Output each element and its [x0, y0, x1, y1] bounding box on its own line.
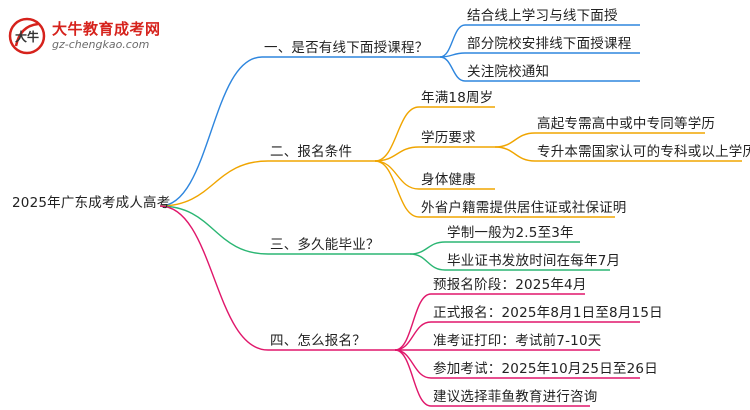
edge-branch3-leaf — [409, 253, 446, 271]
edge-branch1-leaf — [439, 24, 466, 58]
leaf-school-notice: 关注院校通知 — [467, 64, 550, 80]
branch-online-classes: 一、是否有线下面授课程？ — [264, 40, 429, 56]
leaf-some-schools: 部分院校安排线下面授课程 — [467, 36, 632, 52]
logo-name: 大牛教育成考网 — [52, 20, 161, 38]
edge-branch2-leaf — [374, 160, 420, 218]
leaf-duration: 学制一般为2.5至3年 — [447, 225, 574, 241]
edge-branch2-leaf — [374, 146, 420, 162]
branch-requirements: 二、报名条件 — [270, 144, 353, 160]
edge-root-branch3 — [159, 205, 269, 255]
edge-root-branch1 — [159, 56, 263, 207]
node-education: 学历要求 — [421, 130, 476, 146]
leaf-age: 年满18周岁 — [421, 90, 494, 106]
leaf-certificate: 毕业证书发放时间在每年7月 — [447, 253, 621, 269]
root-node: 2025年广东成考成人高考 — [12, 195, 171, 211]
logo-seal-text: 大牛 — [15, 29, 39, 44]
site-logo: 大牛 大牛教育成考网 gz-chengkao.com — [8, 16, 178, 56]
edge-branch4-leaf — [394, 321, 432, 351]
leaf-residence: 外省户籍需提供居住证或社保证明 — [421, 200, 627, 216]
leaf-admission-ticket: 准考证打印：考试前7-10天 — [433, 333, 602, 349]
edge-branch1-leaf — [439, 56, 466, 82]
leaf-exam-dates: 参加考试：2025年10月25日至26日 — [433, 361, 658, 377]
edge-branch4-leaf — [394, 349, 432, 379]
edge-root-branch4 — [159, 205, 269, 351]
edge-branch2-leaf — [374, 160, 420, 190]
branch-how-to-apply: 四、怎么报名？ — [270, 333, 366, 349]
edge-education-leaf — [494, 132, 536, 148]
logo-domain: gz-chengkao.com — [52, 38, 150, 51]
leaf-pre-registration: 预报名阶段：2025年4月 — [433, 277, 587, 293]
edge-education-leaf — [494, 146, 536, 162]
logo-mark-icon: 大牛 — [8, 17, 46, 55]
leaf-high-school: 高起专需高中或中专同等学历 — [537, 116, 716, 132]
mind-map-edges — [159, 24, 742, 407]
leaf-online-offline: 结合线上学习与线下面授 — [467, 8, 618, 24]
edge-branch2-leaf — [374, 106, 420, 162]
edge-root-branch2 — [159, 160, 269, 207]
leaf-junior-college: 专升本需国家认可的专科或以上学历 — [537, 144, 750, 160]
leaf-health: 身体健康 — [421, 172, 476, 188]
leaf-formal-registration: 正式报名：2025年8月1日至8月15日 — [433, 305, 663, 321]
edge-branch3-leaf — [409, 241, 446, 255]
edge-branch4-leaf — [394, 349, 432, 407]
leaf-consult: 建议选择菲鱼教育进行咨询 — [433, 389, 598, 405]
edge-branch4-leaf — [394, 293, 432, 351]
branch-graduation: 三、多久能毕业？ — [270, 237, 380, 253]
edge-branch1-leaf — [439, 52, 466, 58]
